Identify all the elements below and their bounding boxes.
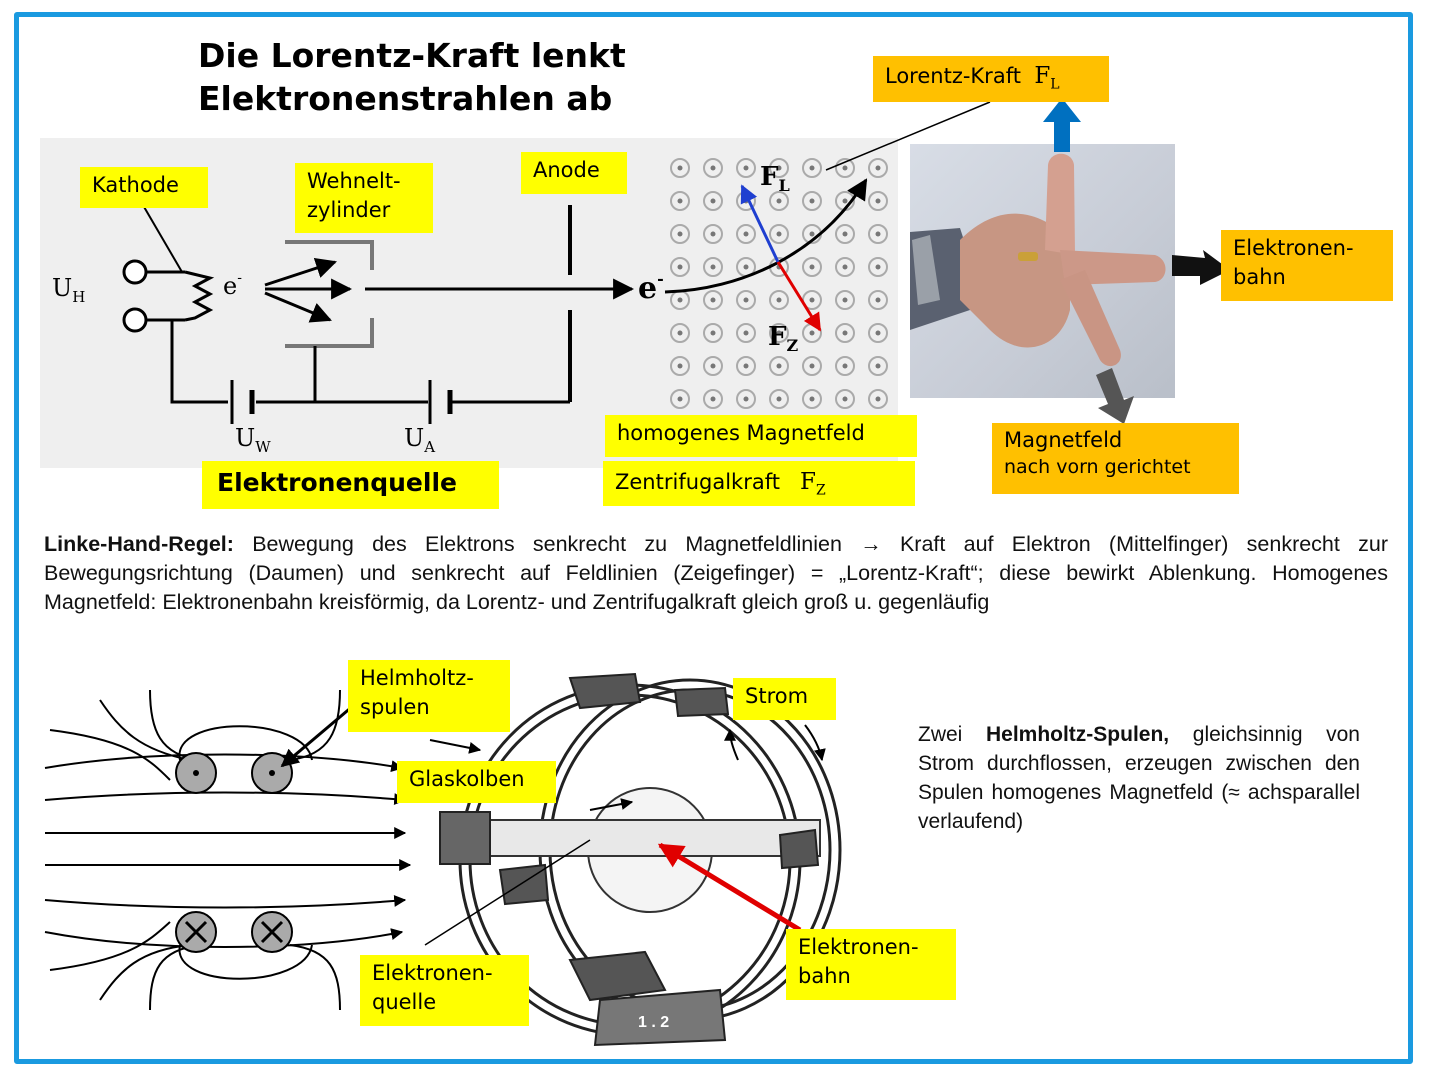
title-line-2: Elektronenstrahlen ab (198, 79, 613, 118)
field-dot (835, 290, 855, 310)
field-dot (703, 224, 723, 244)
svg-text:FZ: FZ (768, 322, 798, 355)
field-dot (736, 158, 756, 178)
field-dot (835, 257, 855, 277)
svg-text:1 . 2: 1 . 2 (638, 1014, 669, 1031)
field-dot (868, 158, 888, 178)
label-elektronenbahn-bottom: Elektronen-bahn (786, 929, 956, 1000)
label-wehnelt: Wehnelt-zylinder (295, 163, 433, 233)
field-dot (769, 158, 789, 178)
field-dot (703, 323, 723, 343)
electron-trajectory (664, 178, 868, 294)
field-dot (769, 224, 789, 244)
label-elektronenquelle-top: Elektronenquelle (202, 461, 499, 509)
field-dot (835, 356, 855, 376)
svg-text:UW: UW (235, 424, 271, 456)
field-dot (703, 158, 723, 178)
cathode-filament (184, 270, 215, 322)
field-dot (868, 356, 888, 376)
field-dot (802, 389, 822, 409)
label-strom: Strom (733, 678, 836, 720)
field-dot (703, 191, 723, 211)
circuit-wires (170, 320, 570, 404)
field-dot (868, 290, 888, 310)
label-anode: Anode (521, 152, 627, 194)
field-dot (835, 158, 855, 178)
apparatus-base (593, 988, 727, 1047)
field-dot (703, 290, 723, 310)
field-dot (736, 224, 756, 244)
field-dot (670, 158, 690, 178)
field-dot (670, 224, 690, 244)
paragraph-linke-hand-regel: Linke-Hand-Regel: Bewegung des Elektrons… (44, 530, 1388, 617)
field-dot (769, 191, 789, 211)
label-homogenes-magnetfeld: homogenes Magnetfeld (605, 415, 917, 457)
field-dot (670, 389, 690, 409)
field-dot (835, 323, 855, 343)
field-dot (769, 290, 789, 310)
field-dot (736, 323, 756, 343)
svg-text:UH: UH (52, 274, 85, 306)
label-elektronenbahn-top: Elektronen-bahn (1221, 230, 1393, 301)
field-dot (802, 257, 822, 277)
label-kathode: Kathode (80, 167, 208, 208)
svg-text:UA: UA (404, 424, 435, 456)
field-dot (835, 224, 855, 244)
paragraph-helmholtz: Zwei Helmholtz-Spulen, gleichsinnig von … (918, 723, 1360, 833)
svg-text:FL: FL (760, 162, 790, 195)
circuit-diagram: UH e- UW UA e- FL FZ (52, 101, 991, 456)
label-lorentz-kraft: Lorentz-Kraft FL (873, 56, 1109, 102)
field-dot (703, 356, 723, 376)
field-dot (670, 191, 690, 211)
field-dot (736, 389, 756, 409)
helmholtz-field-lines (44, 689, 412, 1011)
field-dot (802, 158, 822, 178)
tube-rod (489, 819, 821, 857)
field-dot (868, 191, 888, 211)
label-elektronenquelle-bottom: Elektronen-quelle (360, 955, 529, 1026)
field-dot (670, 356, 690, 376)
label-glaskolben: Glaskolben (397, 761, 556, 803)
helmholtz-apparatus: 1 . 2 (424, 672, 842, 1047)
label-zentrifugalkraft: Zentrifugalkraft FZ (603, 461, 915, 506)
field-dot (736, 356, 756, 376)
field-dot (769, 356, 789, 376)
field-dot (703, 257, 723, 277)
field-dot (868, 224, 888, 244)
field-dot (802, 356, 822, 376)
paragraph-bold: Linke-Hand-Regel: (44, 532, 234, 556)
title-line-1: Die Lorentz-Kraft lenkt (198, 36, 626, 75)
field-dot (703, 389, 723, 409)
page-title: Die Lorentz-Kraft lenkt Elektronenstrahl… (198, 34, 626, 120)
svg-text:e-: e- (223, 270, 242, 300)
field-dot (769, 389, 789, 409)
centrifugal-force-vector (776, 261, 822, 332)
label-helmholtz-spulen: Helmholtz-spulen (348, 660, 510, 732)
field-dot (769, 323, 789, 343)
field-dot (868, 257, 888, 277)
field-dot (835, 389, 855, 409)
field-dot (670, 323, 690, 343)
field-direction-arrow (1096, 368, 1134, 424)
field-dot (868, 323, 888, 343)
field-dot (868, 389, 888, 409)
svg-text:e-: e- (638, 269, 664, 306)
page-frame (14, 12, 1413, 1064)
field-dot (670, 257, 690, 277)
paragraph-text: Bewegung des Elektrons senkrecht zu Magn… (44, 532, 1388, 614)
lorentz-force-vector (740, 184, 780, 263)
heater-wires (146, 270, 185, 322)
field-dot (802, 191, 822, 211)
thumb-direction-arrow (1172, 250, 1230, 285)
field-dot (736, 290, 756, 310)
lorentz-force-arrow (1043, 98, 1081, 152)
elektronenbahn-arrow (657, 842, 802, 933)
